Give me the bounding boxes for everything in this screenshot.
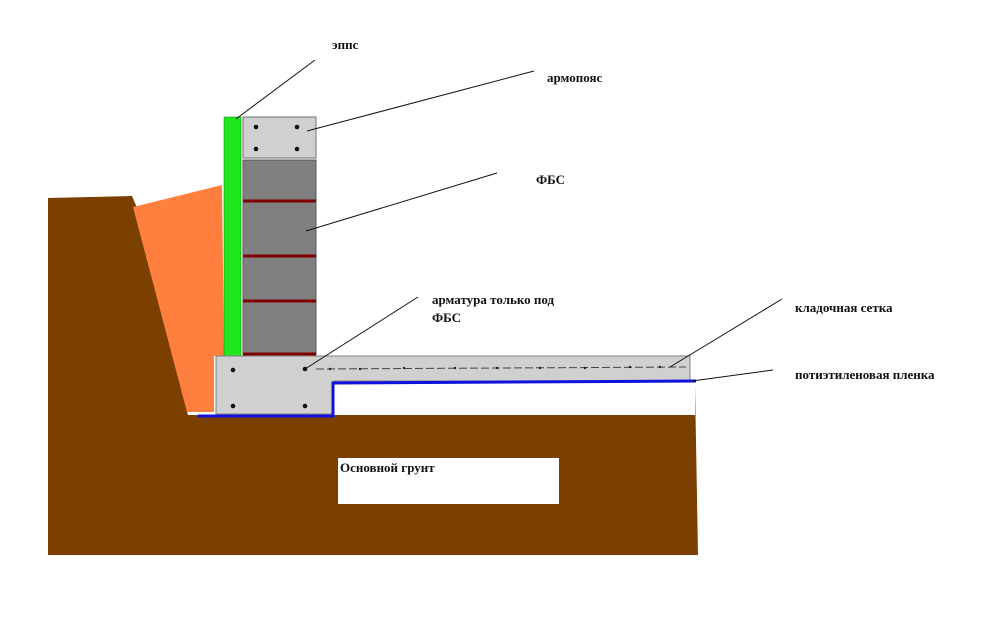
masonry-mesh <box>315 366 687 370</box>
leader-lines <box>235 59 783 382</box>
slab-rebar <box>230 403 236 409</box>
armopoyas-rebar <box>294 124 300 130</box>
label-ground: Основной грунт <box>340 460 435 475</box>
leader-armatura <box>304 296 419 370</box>
foundation-slab <box>215 355 691 415</box>
backfill-wedge <box>133 185 224 412</box>
label-armatura-line1: арматура только под <box>432 292 555 307</box>
fbs-wall <box>242 159 317 357</box>
leader-fbs <box>305 172 498 232</box>
label-armatura-line2: ФБС <box>432 310 462 325</box>
masonry-mesh-dots <box>328 365 662 371</box>
polyethylene-film <box>198 379 697 418</box>
label-armopoyas: армопояс <box>547 70 603 85</box>
armopoyas-rebar <box>294 146 300 152</box>
slab-rebar <box>302 403 308 409</box>
armopoyas-block <box>242 116 317 159</box>
label-fbs: ФБС <box>536 172 566 187</box>
armopoyas-rebar <box>253 146 259 152</box>
leader-armopoyas <box>306 70 535 132</box>
label-epps: эппс <box>332 37 359 52</box>
ground-label-box: Основной грунт <box>338 458 559 504</box>
label-plenka: потиэтиленовая пленка <box>795 367 935 382</box>
armopoyas-rebar <box>253 124 259 130</box>
leader-plenka <box>691 369 774 382</box>
leader-epps <box>235 59 316 120</box>
label-kladochnaya-setka: кладочная сетка <box>795 300 893 315</box>
slab-rebar <box>230 367 236 373</box>
leader-setka <box>669 298 783 368</box>
epps-insulation <box>223 116 242 358</box>
